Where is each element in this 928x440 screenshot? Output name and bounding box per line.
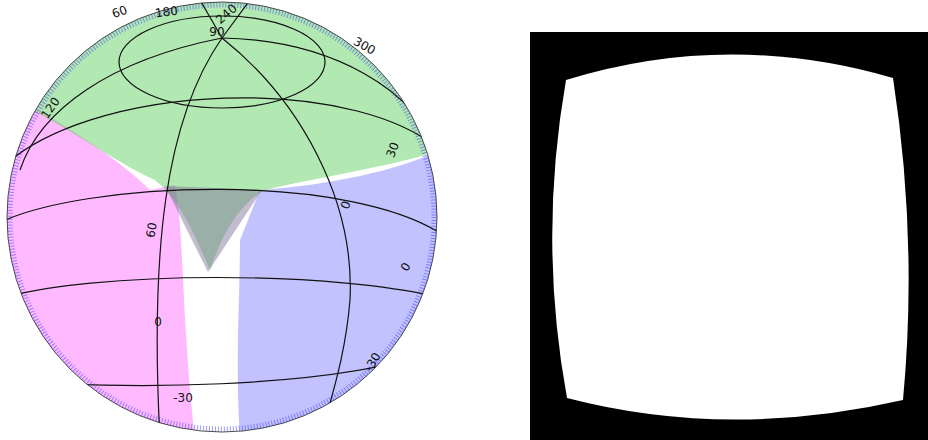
cube-face	[552, 54, 908, 419]
graticule-label: 180	[154, 4, 178, 19]
graticule-label: 60	[145, 221, 159, 238]
graticule-label: 0	[154, 316, 162, 328]
sphere-regions	[0, 0, 450, 440]
graticule-label: -30	[173, 392, 193, 404]
projection-frame	[530, 32, 928, 440]
graticule-label: 60	[111, 4, 129, 21]
graticule-label: 90	[209, 26, 224, 38]
